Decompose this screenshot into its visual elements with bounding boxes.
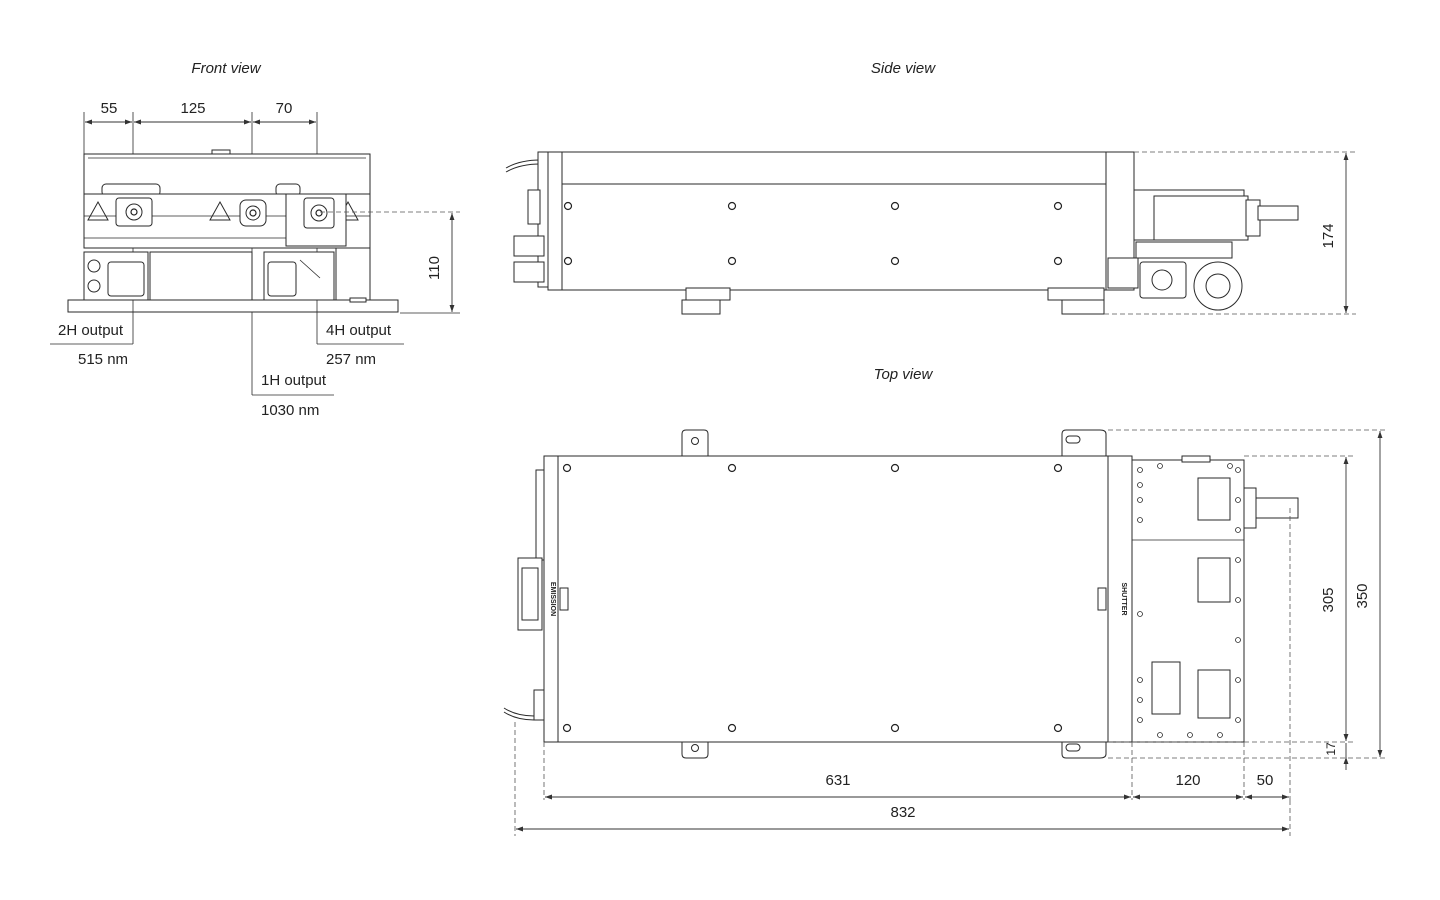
output-1h-label: 1H output [261, 372, 327, 389]
shutter-label: SHUTTER [1120, 582, 1127, 615]
front-height-dim: 110 [426, 256, 443, 280]
top-view-title: Top view [874, 366, 934, 383]
top-length-main: 631 [825, 772, 850, 789]
front-view: Front view 55 125 70 [50, 60, 460, 419]
module-window [1197, 477, 1231, 521]
module-window [1197, 557, 1231, 603]
top-cable [503, 707, 535, 717]
front-base-plate [67, 299, 399, 313]
side-height-dim: 174 [1320, 223, 1337, 248]
top-length-total: 832 [890, 804, 915, 821]
output-2h-wavelength: 515 nm [78, 351, 128, 368]
top-length-output: 50 [1257, 772, 1274, 789]
output-2h-label: 2H output [58, 322, 124, 339]
side-output-knob [1193, 261, 1243, 311]
side-screws [563, 201, 1063, 266]
module-screws [1137, 463, 1241, 738]
side-cable [505, 159, 541, 169]
front-dim-a: 55 [101, 100, 118, 117]
top-main-body [543, 455, 1109, 743]
side-main-body [547, 151, 1109, 291]
front-view-title: Front view [191, 60, 261, 77]
top-view: Top view EMISSION SHUTTER [503, 366, 1386, 836]
side-view: Side view [505, 60, 1356, 315]
side-view-title: Side view [871, 60, 936, 77]
top-depth-foot: 17 [1324, 742, 1338, 756]
module-window [1197, 669, 1231, 719]
front-dim-c: 70 [276, 100, 293, 117]
output-4h-label: 4H output [326, 322, 392, 339]
output-1h-wavelength: 1030 nm [261, 402, 319, 419]
top-depth-inner: 305 [1320, 587, 1337, 612]
front-dim-b: 125 [180, 100, 205, 117]
output-4h-wavelength: 257 nm [326, 351, 376, 368]
top-depth-total: 350 [1354, 583, 1371, 608]
top-length-module: 120 [1175, 772, 1200, 789]
module-window [1151, 661, 1181, 715]
warning-triangle-icon [209, 200, 231, 221]
top-screws [562, 463, 1063, 733]
warning-triangle-icon [87, 200, 109, 221]
emission-label: EMISSION [549, 582, 556, 616]
